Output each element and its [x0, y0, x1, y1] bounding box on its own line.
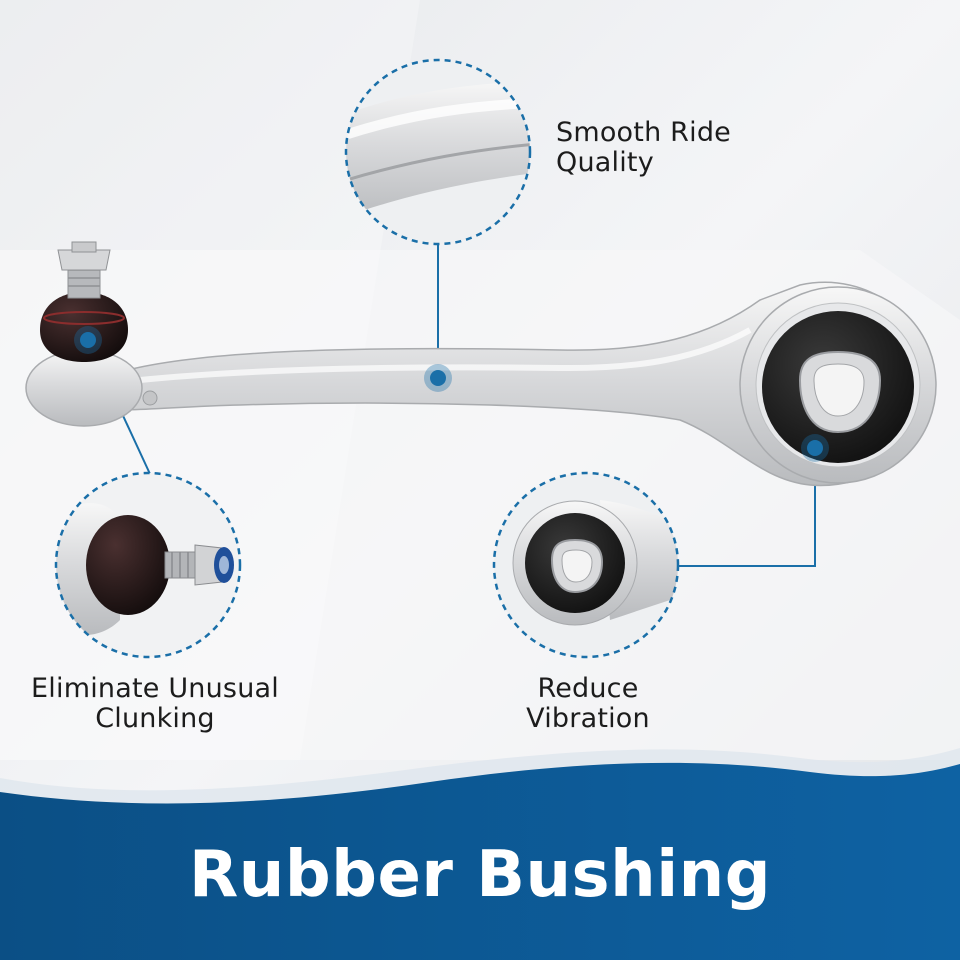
callout-label-smooth-ride: Smooth Ride Quality	[556, 118, 731, 178]
ball-joint-image	[54, 471, 242, 659]
banner-background	[0, 762, 960, 960]
bushing-image	[492, 471, 680, 659]
callout-label-vibration: Reduce Vibration	[470, 674, 706, 734]
control-arm-image	[25, 241, 937, 487]
callout-label-clunking: Eliminate Unusual Clunking	[0, 674, 310, 734]
callout-line: Eliminate Unusual	[31, 673, 279, 704]
callout-line: Reduce	[537, 673, 639, 704]
banner-title: Rubber Bushing	[188, 838, 772, 912]
callout-line: Clunking	[95, 703, 215, 734]
callout-dot-icon	[74, 326, 829, 462]
callout-line: Vibration	[526, 703, 650, 734]
callout-line: Smooth Ride	[556, 117, 731, 148]
callout-line: Quality	[556, 147, 654, 178]
